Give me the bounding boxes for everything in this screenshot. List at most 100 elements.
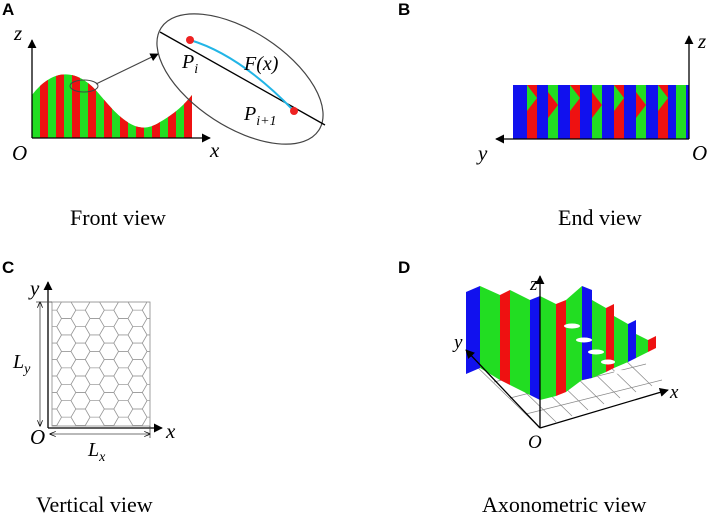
hexagon-cell xyxy=(185,294,204,310)
axo-gaps xyxy=(564,323,626,374)
hexagon-cell xyxy=(84,334,105,352)
hexagon-cell xyxy=(70,342,91,360)
axis-label-x-d: x xyxy=(669,382,679,403)
hexagon-cell xyxy=(141,302,150,319)
hexagon-cell xyxy=(171,302,190,319)
hexagon-cell xyxy=(127,375,148,393)
hexagon-cell xyxy=(199,401,218,418)
panel-a-letter: A xyxy=(2,0,15,19)
hexagon-cell xyxy=(84,367,105,385)
hexagon-cell xyxy=(100,277,119,294)
hexagon-cell xyxy=(56,302,77,319)
hexagon-cell xyxy=(127,326,148,344)
wave-stripes xyxy=(32,74,192,138)
hexagon-cell xyxy=(185,409,204,425)
caption-front-view: Front view xyxy=(70,205,166,230)
axis-label-y-d: y xyxy=(452,332,463,353)
hexagon-cell xyxy=(57,483,76,500)
hexagon-cell xyxy=(113,367,134,385)
panel-d-axonometric-view: z y x O xyxy=(452,274,679,453)
hexagon-cell xyxy=(99,392,119,410)
hexagon-cell xyxy=(185,360,204,376)
hexagon-cell xyxy=(113,383,134,402)
hexagon-cell xyxy=(56,367,77,385)
axis-label-z-d: z xyxy=(529,274,538,295)
hexagon-cell xyxy=(157,376,176,393)
hexagon-cell xyxy=(70,326,91,344)
hexagon-cell xyxy=(199,351,218,367)
hexagon-cell xyxy=(113,302,134,319)
dim-label-ly: Ly xyxy=(12,351,31,377)
hexagon-cell xyxy=(185,475,204,491)
panel-d-letter: D xyxy=(398,258,411,277)
panel-b-letter: B xyxy=(398,0,411,19)
panel-b-end-view: z y O xyxy=(476,29,707,165)
hexagon-cell xyxy=(56,318,77,336)
caption-axonometric-view: Axonometric view xyxy=(482,492,647,517)
hexagon-cell xyxy=(128,458,147,475)
axis-label-x-a: x xyxy=(209,138,220,162)
hexagon-cell xyxy=(43,277,62,294)
hexagon-cell xyxy=(171,319,190,335)
hexagon-cell xyxy=(84,302,105,319)
caption-vertical-view: Vertical view xyxy=(36,492,153,517)
hexagon-cell xyxy=(157,442,176,458)
hexagon-cell xyxy=(128,442,147,458)
hexagon-cell xyxy=(43,458,62,475)
hexagon-cell xyxy=(56,416,77,426)
hexagon-cell xyxy=(199,450,218,466)
hexagon-cell xyxy=(199,483,218,500)
hexagon-cell xyxy=(70,375,91,393)
hexagon-cell xyxy=(141,383,150,402)
hexagon-grid xyxy=(43,277,218,500)
hexagon-cell xyxy=(185,343,204,360)
hexagon-cell xyxy=(99,342,119,360)
hexagon-cell xyxy=(118,302,129,303)
hexagon-cell xyxy=(199,368,218,385)
label-fx: F(x) xyxy=(243,53,279,75)
hexagon-cell xyxy=(171,401,190,418)
hexagon-cell xyxy=(141,400,150,418)
hexagon-cell xyxy=(99,309,119,328)
caption-end-view: End view xyxy=(558,205,642,230)
hexagon-cell xyxy=(70,359,91,377)
hexagon-cell xyxy=(84,351,105,369)
hexagon-cell xyxy=(43,475,62,491)
hexagon-cell xyxy=(114,467,133,484)
hexagon-cell xyxy=(199,319,218,335)
hexagon-cell xyxy=(113,400,134,418)
label-pi1: Pi+1 xyxy=(243,103,277,129)
hexagon-cell xyxy=(199,467,218,484)
dim-label-lx: Lx xyxy=(87,439,106,465)
hexagon-cell xyxy=(127,359,148,377)
panel-c-letter: C xyxy=(2,258,15,277)
origin-label-c: O xyxy=(30,425,45,449)
hexagon-cell xyxy=(57,467,76,484)
axis-label-y-c: y xyxy=(28,276,40,300)
hexagon-cell xyxy=(114,434,133,451)
hexagon-cell xyxy=(84,318,105,336)
hexagon-cell xyxy=(99,359,119,377)
hexagon-cell xyxy=(146,302,150,303)
grid-boundary xyxy=(51,301,151,427)
hexagon-cell xyxy=(141,351,150,369)
hexagon-cell xyxy=(84,400,105,418)
hexagon-cell xyxy=(185,310,204,327)
origin-label-d: O xyxy=(528,432,542,453)
origin-label-a: O xyxy=(12,141,27,165)
point-pi1 xyxy=(290,107,298,115)
y-axis-d xyxy=(465,349,541,429)
hexagon-cell xyxy=(199,335,218,352)
hexagon-cell xyxy=(89,302,100,303)
hexagon-cell xyxy=(199,434,218,451)
hexagon-cell xyxy=(157,310,176,327)
hexagon-cell xyxy=(185,442,204,458)
hexagon-cell xyxy=(171,368,190,385)
hexagon-cell xyxy=(113,334,134,352)
hexagon-cell xyxy=(142,483,161,500)
hexagon-cell xyxy=(199,286,218,303)
hexagon-cell xyxy=(70,309,91,328)
hexagon-cell xyxy=(185,425,204,442)
hexagon-cell xyxy=(199,417,218,433)
end-view-columns xyxy=(527,85,686,139)
